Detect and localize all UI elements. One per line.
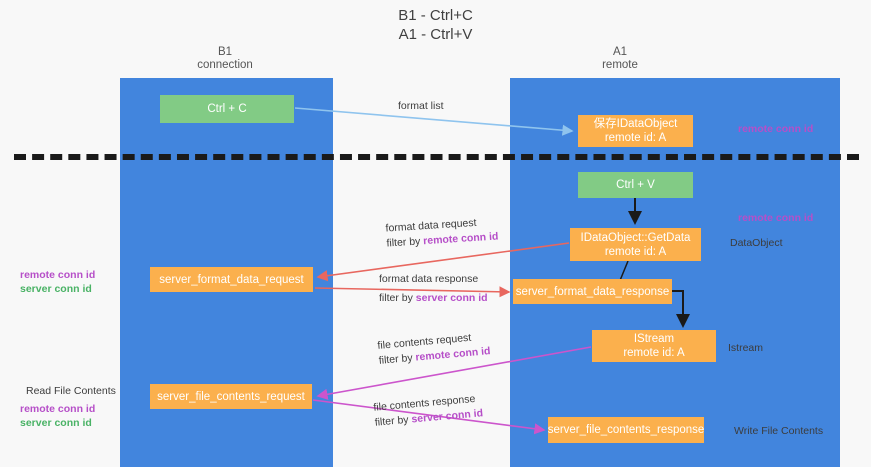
diagram-title-line1: B1 - Ctrl+C: [398, 7, 473, 24]
diagram-title: B1 - Ctrl+C A1 - Ctrl+V: [0, 6, 871, 44]
label-dataobject: DataObject: [730, 237, 783, 249]
caption-format-data-response: format data response filter by server co…: [379, 272, 488, 306]
node-ctrl-v[interactable]: Ctrl + V: [578, 172, 693, 198]
node-server-format-data-request[interactable]: server_format_data_request: [150, 267, 313, 292]
node-server-file-contents-response[interactable]: server_file_contents_response: [548, 417, 704, 443]
label-read-file-contents: Read File Contents: [26, 385, 116, 397]
node-ctrl-c[interactable]: Ctrl + C: [160, 95, 294, 123]
caption-format-data-response-prefix: filter by: [379, 292, 416, 304]
column-header-a1-line2: remote: [602, 59, 638, 71]
column-header-b1-line2: connection: [197, 59, 253, 71]
node-server-file-contents-request-label: server_file_contents_request: [157, 390, 305, 403]
caption-format-data-request-highlight: remote conn id: [422, 230, 499, 248]
caption-format-data-response-highlight: server conn id: [415, 292, 488, 304]
node-idataobject-getdata[interactable]: IDataObject::GetData remote id: A: [570, 228, 701, 261]
label-left-conn-ids-middle: remote conn id server conn id: [20, 268, 95, 296]
node-istream-label: IStream: [633, 333, 675, 345]
caption-file-contents-request: file contents request filter by remote c…: [377, 329, 491, 369]
label-left-conn-ids-bottom: remote conn id server conn id: [20, 402, 95, 430]
label-remote-conn-id-left-mid: remote conn id: [20, 269, 96, 281]
label-istream: Istream: [728, 342, 764, 354]
column-header-a1-line1: A1: [612, 46, 628, 58]
label-remote-conn-id-top: remote conn id: [738, 123, 814, 135]
column-header-b1: B1 connection: [150, 46, 300, 72]
node-save-idataobject[interactable]: 保存IDataObject remote id: A: [578, 115, 693, 147]
column-header-a1: A1 remote: [545, 46, 695, 72]
node-server-file-contents-response-label: server_file_contents_response: [547, 424, 705, 436]
node-idataobject-getdata-sublabel: remote id: A: [604, 245, 667, 258]
caption-format-data-response-line1: format data response: [379, 273, 479, 285]
caption-format-data-request: format data request filter by remote con…: [385, 215, 499, 252]
phase-separator-dashed-line: [14, 154, 859, 160]
caption-file-contents-response-prefix: filter by: [374, 413, 412, 429]
node-istream-sublabel: remote id: A: [623, 347, 685, 359]
caption-file-contents-request-prefix: filter by: [378, 351, 416, 367]
caption-format-data-request-prefix: filter by: [386, 235, 424, 250]
label-remote-conn-id-mid: remote conn id: [738, 212, 814, 224]
label-write-file-contents: Write File Contents: [734, 425, 824, 437]
node-ctrl-c-label: Ctrl + C: [207, 103, 247, 115]
caption-format-list: format list: [398, 99, 444, 114]
node-idataobject-getdata-label: IDataObject::GetData: [580, 231, 691, 244]
node-server-format-data-response-label: server_format_data_response: [515, 285, 670, 298]
node-ctrl-v-label: Ctrl + V: [616, 179, 655, 191]
node-istream[interactable]: IStream remote id: A: [592, 330, 716, 362]
column-header-b1-line1: B1: [217, 46, 233, 58]
node-server-file-contents-request[interactable]: server_file_contents_request: [150, 384, 312, 409]
node-save-idataobject-label: 保存IDataObject: [593, 118, 678, 130]
caption-format-list-line1: format list: [398, 100, 444, 112]
diagram-title-line2: A1 - Ctrl+V: [398, 26, 473, 43]
caption-file-contents-response: file contents response filter by server …: [373, 391, 484, 430]
node-server-format-data-request-label: server_format_data_request: [159, 273, 304, 286]
node-save-idataobject-sublabel: remote id: A: [604, 132, 667, 144]
label-server-conn-id-left-bot: server conn id: [20, 417, 92, 429]
label-server-conn-id-left-mid: server conn id: [20, 283, 92, 295]
label-remote-conn-id-left-bot: remote conn id: [20, 403, 96, 415]
caption-format-data-response-line2: filter by server conn id: [379, 291, 488, 306]
node-server-format-data-response[interactable]: server_format_data_response: [513, 279, 672, 304]
